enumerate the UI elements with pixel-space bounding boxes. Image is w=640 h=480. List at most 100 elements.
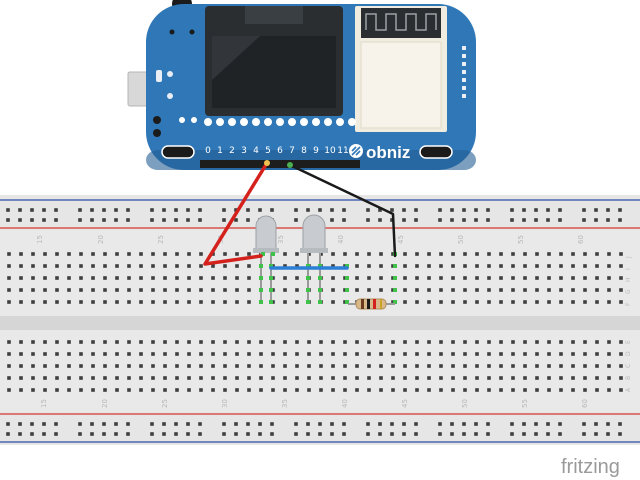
breadboard-hole — [175, 352, 179, 356]
breadboard-hole — [115, 364, 119, 368]
breadboard-hole — [414, 432, 418, 436]
breadboard-hole — [139, 340, 143, 344]
breadboard-hole — [595, 264, 599, 268]
breadboard-hole — [402, 422, 406, 426]
breadboard-hole — [439, 376, 443, 380]
breadboard-hole — [415, 300, 419, 304]
breadboard-hole — [198, 208, 202, 212]
breadboard-hole — [595, 364, 599, 368]
module-pin — [462, 78, 466, 82]
breadboard-hole — [582, 422, 586, 426]
breadboard-hole — [366, 422, 370, 426]
breadboard-hole — [163, 340, 167, 344]
breadboard-hole — [270, 432, 274, 436]
breadboard-hole — [475, 388, 479, 392]
led-body — [302, 214, 326, 253]
breadboard-hole — [571, 300, 575, 304]
breadboard-hole — [198, 218, 202, 222]
fritzing-logo: fritzing — [561, 456, 620, 478]
col-num-bottom: 30 — [221, 399, 229, 408]
breadboard-hole — [535, 388, 539, 392]
breadboard-hole — [31, 376, 35, 380]
breadboard-hole — [6, 208, 10, 212]
breadboard-hole — [199, 264, 203, 268]
breadboard-hole — [199, 376, 203, 380]
breadboard-hole — [619, 300, 623, 304]
mount-hole — [169, 29, 175, 35]
breadboard-hole — [619, 340, 623, 344]
breadboard-hole — [559, 276, 563, 280]
breadboard-hole — [427, 264, 431, 268]
breadboard-hole — [223, 340, 227, 344]
breadboard-hole — [223, 288, 227, 292]
breadboard-hole — [391, 388, 395, 392]
breadboard-hole — [535, 352, 539, 356]
breadboard-hole — [367, 364, 371, 368]
header-pin — [288, 118, 296, 126]
breadboard-hole — [43, 352, 47, 356]
breadboard-hole — [511, 352, 515, 356]
breadboard-hole — [115, 252, 119, 256]
breadboard-hole — [102, 422, 106, 426]
header-pin — [276, 118, 284, 126]
col-num-bottom: 50 — [461, 399, 469, 408]
indicator-led — [167, 71, 173, 77]
breadboard-hole — [438, 422, 442, 426]
indicator-led — [167, 93, 173, 99]
breadboard-hole — [319, 376, 323, 380]
breadboard-hole — [78, 422, 82, 426]
breadboard-hole — [318, 208, 322, 212]
breadboard-hole — [534, 422, 538, 426]
resistor-band — [367, 299, 370, 309]
breadboard-hole — [187, 364, 191, 368]
breadboard-hole — [463, 264, 467, 268]
breadboard-hole — [175, 376, 179, 380]
breadboard-hole — [7, 352, 11, 356]
breadboard-hole — [211, 340, 215, 344]
breadboard-hole — [79, 276, 83, 280]
breadboard-hole — [499, 276, 503, 280]
resistor-band — [380, 299, 382, 309]
breadboard-hole — [306, 208, 310, 212]
breadboard-hole — [199, 388, 203, 392]
breadboard-hole — [259, 364, 263, 368]
pin-label: 11 — [337, 146, 348, 156]
breadboard-hole — [403, 300, 407, 304]
breadboard-hole — [187, 300, 191, 304]
breadboard-hole — [283, 352, 287, 356]
breadboard-hole — [499, 388, 503, 392]
breadboard-hole — [402, 208, 406, 212]
breadboard-hole — [571, 340, 575, 344]
breadboard-hole — [487, 352, 491, 356]
breadboard-hole — [294, 218, 298, 222]
header-pin — [348, 118, 356, 126]
breadboard-hole — [571, 352, 575, 356]
breadboard-hole — [103, 364, 107, 368]
breadboard-hole — [102, 218, 106, 222]
breadboard-hole — [43, 288, 47, 292]
breadboard-hole — [619, 352, 623, 356]
breadboard-hole — [319, 388, 323, 392]
header-pin — [216, 118, 224, 126]
breadboard-hole — [211, 264, 215, 268]
breadboard-hole — [522, 208, 526, 212]
breadboard-hole — [535, 264, 539, 268]
breadboard-hole — [343, 376, 347, 380]
col-num-bottom: 40 — [341, 399, 349, 408]
breadboard-hole — [367, 252, 371, 256]
breadboard-hole — [163, 300, 167, 304]
breadboard-hole — [79, 264, 83, 268]
breadboard-hole — [259, 352, 263, 356]
breadboard-hole — [67, 252, 71, 256]
breadboard-hole — [331, 264, 335, 268]
connected-hole — [271, 252, 275, 256]
breadboard-hole — [222, 208, 226, 212]
breadboard-hole — [91, 276, 95, 280]
side-button-left — [156, 70, 162, 82]
breadboard-hole — [330, 422, 334, 426]
breadboard-hole — [415, 288, 419, 292]
header-pin — [324, 118, 332, 126]
breadboard-hole — [342, 208, 346, 212]
breadboard-hole — [91, 352, 95, 356]
breadboard-hole — [427, 340, 431, 344]
